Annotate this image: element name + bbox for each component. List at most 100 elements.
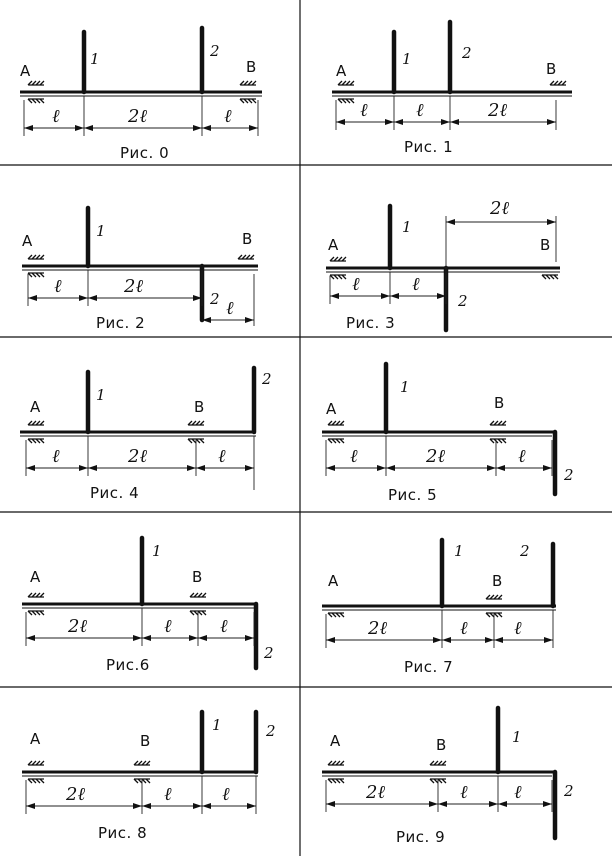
figure-9: A B 1 2 2ℓ ℓ ℓ Рис. 9 [322, 705, 574, 846]
rod-1-label: 1 [402, 218, 412, 236]
support-b-label: B [546, 60, 556, 78]
support-a-label: A [30, 730, 41, 748]
support-a-label: A [328, 236, 339, 254]
dimension-2: 2ℓ [123, 276, 143, 297]
dimension-lines [335, 96, 557, 130]
dimension-3: ℓ [224, 106, 232, 127]
support-a-hatch [27, 760, 45, 784]
dimension-3: ℓ [218, 446, 226, 467]
dimension-1: ℓ [360, 100, 368, 121]
support-a-hatch [327, 760, 345, 784]
support-b-hatch [237, 254, 255, 260]
figure-caption: Рис. 5 [388, 486, 437, 504]
figure-6: A B 1 2 2ℓ ℓ ℓ Рис.6 [22, 535, 274, 674]
support-a-hatch [27, 80, 45, 104]
figure-2: A B 1 2 ℓ 2ℓ ℓ Рис. 2 [22, 205, 258, 332]
dimension-1: 2ℓ [365, 782, 385, 803]
dimension-1: ℓ [352, 274, 360, 295]
figure-caption: Рис. 7 [404, 658, 453, 676]
support-a-hatch [27, 420, 45, 444]
dimension-3: ℓ [518, 446, 526, 467]
rod-1-label: 1 [402, 50, 412, 68]
support-b-label: B [494, 394, 504, 412]
dimension-2: ℓ [460, 782, 468, 803]
support-a-label: A [30, 398, 41, 416]
rod-2-label: 2 [209, 42, 220, 60]
support-b-label: B [436, 736, 446, 754]
support-b-label: B [242, 230, 252, 248]
dimension-lines [325, 436, 553, 476]
dimension-2: 2ℓ [127, 106, 147, 127]
support-b-label: B [246, 58, 256, 76]
dimension-1: 2ℓ [65, 784, 85, 805]
dimension-2: ℓ [164, 616, 172, 637]
rod-2-label: 2 [563, 466, 574, 484]
dimension-lines [27, 270, 255, 326]
support-b-hatch [187, 420, 205, 444]
dimension-2: ℓ [416, 100, 424, 121]
rod-2-label: 2 [457, 292, 468, 310]
dimension-3: ℓ [222, 784, 230, 805]
dimension-lines [25, 436, 255, 490]
support-b-hatch [429, 760, 447, 784]
figure-3: A B 1 2 ℓ ℓ 2ℓ Рис. 3 [326, 198, 560, 333]
support-a-hatch [329, 256, 347, 280]
dimension-1: ℓ [52, 106, 60, 127]
support-b-label: B [192, 568, 202, 586]
dimension-lines [25, 776, 257, 814]
figure-caption: Рис. 1 [404, 138, 453, 156]
figure-caption: Рис. 8 [98, 824, 147, 842]
dimension-lines [329, 216, 557, 304]
dimension-1: ℓ [54, 276, 62, 297]
support-a-label: A [330, 732, 341, 750]
dimension-lines [325, 610, 554, 648]
dimension-1: 2ℓ [67, 616, 87, 637]
dimension-1: ℓ [350, 446, 358, 467]
support-a-hatch [337, 80, 355, 104]
dimension-2: ℓ [460, 618, 468, 639]
dimension-3: ℓ [514, 782, 522, 803]
dimension-3: ℓ [514, 618, 522, 639]
support-a-hatch [27, 254, 45, 278]
rod-2-label: 2 [461, 44, 472, 62]
rod-2-label: 2 [263, 644, 274, 662]
dimension-2: ℓ [412, 274, 420, 295]
figure-8: A B 1 2 2ℓ ℓ ℓ Рис. 8 [22, 709, 276, 842]
rod-2-label: 2 [519, 542, 530, 560]
dimension-3: ℓ [226, 298, 234, 319]
support-a-label: A [326, 400, 337, 418]
dimension-2: ℓ [164, 784, 172, 805]
support-b-label: B [492, 572, 502, 590]
support-b-hatch [189, 592, 207, 616]
dimension-2: 2ℓ [127, 446, 147, 467]
rod-2-label: 2 [563, 782, 574, 800]
dimension-lines [23, 96, 259, 136]
figure-caption: Рис. 0 [120, 144, 169, 162]
support-a-hatch [327, 420, 345, 444]
support-b-hatch [549, 80, 567, 86]
support-a-label: A [20, 62, 31, 80]
support-b-label: B [140, 732, 150, 750]
support-a-label: A [328, 572, 339, 590]
figure-caption: Рис. 9 [396, 828, 445, 846]
support-b-hatch [485, 594, 503, 618]
rod-1-label: 1 [90, 50, 100, 68]
support-a-label: A [336, 62, 347, 80]
dimension-2: 2ℓ [425, 446, 445, 467]
figure-7: A B 1 2 2ℓ ℓ ℓ Рис. 7 [322, 537, 556, 676]
figure-5: A B 1 2 ℓ 2ℓ ℓ Рис. 5 [322, 361, 574, 504]
figure-1: A B 1 2 ℓ ℓ 2ℓ Рис. 1 [332, 19, 572, 156]
support-a-hatch [27, 592, 45, 616]
rod-2-label: 2 [209, 290, 220, 308]
rod-1-label: 1 [400, 378, 410, 396]
rod-1-label: 1 [454, 542, 464, 560]
support-b-label: B [540, 236, 550, 254]
dimension-3: ℓ [220, 616, 228, 637]
dimension-lines [325, 776, 553, 812]
support-b-hatch [239, 80, 257, 104]
figure-caption: Рис.6 [106, 656, 150, 674]
support-a-hatch [327, 612, 345, 618]
dimension-1: ℓ [52, 446, 60, 467]
